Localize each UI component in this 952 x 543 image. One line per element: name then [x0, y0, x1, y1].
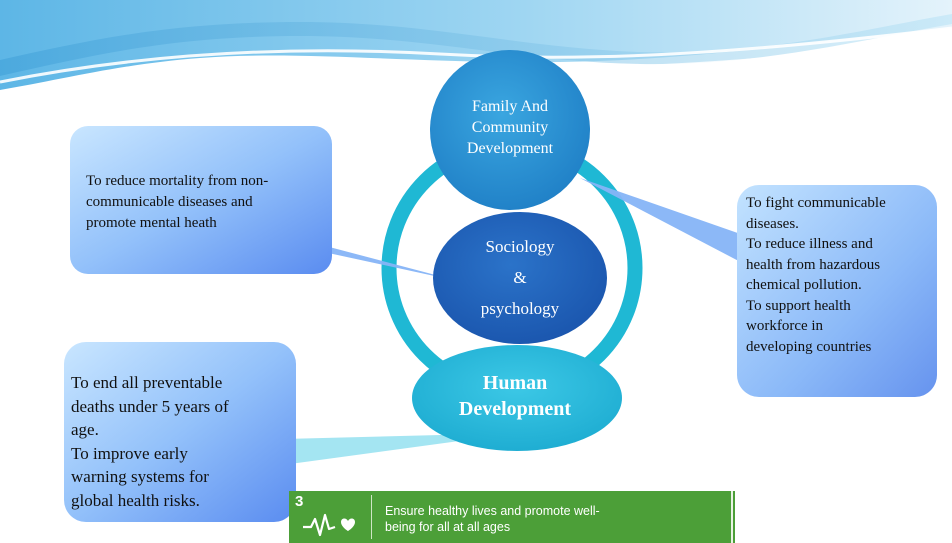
sdg-goal-number: 3	[295, 493, 304, 510]
callout-line: global health risks.	[71, 490, 200, 510]
callout-line: To end all preventable	[71, 373, 223, 392]
banner-divider	[371, 495, 372, 539]
callout-top-left-box	[70, 126, 332, 274]
sociology-psychology-circle	[433, 212, 607, 344]
human-development-ellipse	[412, 345, 622, 451]
heartbeat-heart-icon	[303, 513, 359, 542]
circle-label-line: Family And	[471, 98, 548, 115]
callout-line: developing countries	[746, 338, 872, 355]
callout-right-text: To fight communicable diseases. To reduc…	[746, 193, 886, 357]
sdg-goal-text: Ensure healthy lives and promote well- b…	[385, 503, 600, 535]
callout-right-box	[737, 185, 937, 397]
circle-label-line: Sociology	[485, 237, 555, 256]
header-wave-decoration	[0, 0, 952, 93]
sdg-text-line: Ensure healthy lives and promote well-	[385, 504, 600, 518]
callout-line: To reduce mortality from non-	[86, 173, 269, 189]
callout-line: diseases.	[746, 215, 799, 232]
human-development-label: Human Development	[415, 370, 615, 422]
callout-line: promote mental heath	[86, 215, 217, 231]
callout-right-pointer	[580, 178, 752, 268]
callout-line: To fight communicable	[746, 195, 886, 211]
callout-line: To reduce illness and	[746, 236, 873, 252]
family-community-circle	[430, 50, 590, 210]
callout-line: To support health	[746, 297, 851, 314]
callout-line: warning systems for	[71, 467, 209, 486]
family-community-label: Family And Community Development	[410, 96, 610, 159]
callout-bottom-left-text: To end all preventable deaths under 5 ye…	[71, 371, 229, 512]
callout-line: chemical pollution.	[746, 277, 862, 293]
callout-top-left-text: To reduce mortality from non- communicab…	[86, 171, 268, 234]
callout-bottom-left-box	[64, 342, 296, 522]
callout-line: To improve early	[71, 443, 188, 463]
callout-line: communicable diseases and	[86, 194, 253, 210]
callout-bottom-left-pointer	[244, 433, 518, 470]
callout-line: workforce in	[746, 318, 824, 334]
circle-label-line: Human	[482, 372, 548, 394]
callout-line: age.	[71, 420, 99, 439]
sdg-text-line: being for all at all ages	[385, 520, 511, 534]
callout-line: health from hazardous	[746, 256, 881, 273]
circle-label-line: psychology	[480, 299, 560, 318]
circle-label-line: Community	[471, 119, 549, 136]
sdg3-banner: 3 Ensure healthy lives and promote well-…	[289, 491, 735, 543]
circle-label-line: Development	[458, 398, 572, 420]
circle-label-line: Development	[466, 140, 554, 157]
banner-edge	[731, 491, 733, 543]
callout-line: deaths under 5 years of	[71, 396, 229, 416]
sociology-psychology-label: Sociology & psychology	[440, 231, 600, 324]
circle-label-line: &	[513, 268, 527, 287]
